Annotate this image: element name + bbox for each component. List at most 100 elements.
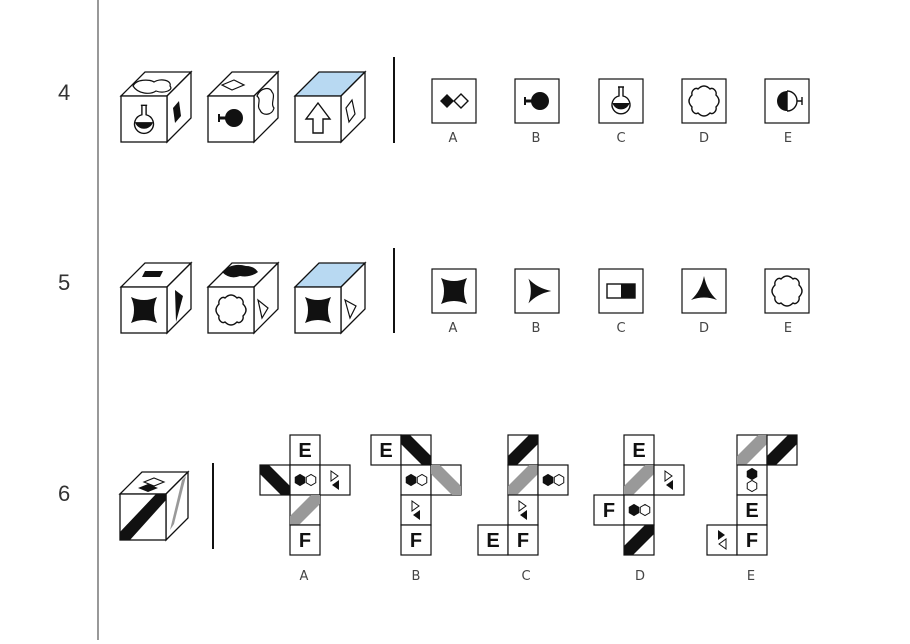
grey-stripe-icon xyxy=(431,465,461,495)
net-d[interactable]: EF xyxy=(593,434,685,556)
hexagon-icon xyxy=(138,484,158,492)
option-label[interactable]: A xyxy=(448,321,458,336)
parallelogram-icon xyxy=(345,98,356,124)
grey-stripe-icon xyxy=(508,465,538,495)
option-box[interactable] xyxy=(681,78,727,124)
cube-front-face xyxy=(207,286,255,334)
star-icon xyxy=(175,290,183,322)
grey-stripe-icon xyxy=(624,465,654,495)
net-letter: E xyxy=(298,440,311,462)
two-diamonds-icon xyxy=(440,93,469,109)
rectangle-icon xyxy=(142,271,163,277)
hexagons-icon xyxy=(628,503,651,517)
option-box[interactable] xyxy=(764,78,810,124)
option-label[interactable]: E xyxy=(746,569,756,584)
cloud-shape-icon xyxy=(256,87,275,115)
hexagons-icon xyxy=(294,473,317,487)
diamond-icon xyxy=(220,79,246,91)
net-letter: F xyxy=(299,530,311,552)
arrow-up-icon xyxy=(304,101,332,134)
option-label[interactable]: C xyxy=(616,131,626,146)
net-cell xyxy=(593,494,625,526)
net-cell xyxy=(507,524,539,556)
option-box[interactable] xyxy=(764,268,810,314)
option-box[interactable] xyxy=(598,78,644,124)
cloud-shape-icon xyxy=(132,79,172,94)
black-stripe-icon xyxy=(624,525,654,555)
net-letter: F xyxy=(410,530,422,552)
hexagons-icon xyxy=(746,467,758,493)
grey-stripe-icon xyxy=(290,495,320,525)
circle-with-stem-icon xyxy=(524,92,549,110)
option-label[interactable]: A xyxy=(448,131,458,146)
cloud-shape-icon xyxy=(215,294,247,326)
cloud-shape-icon xyxy=(688,85,720,117)
triangles-icon xyxy=(411,500,420,520)
black-stripe-icon xyxy=(401,435,431,465)
option-box[interactable] xyxy=(431,78,477,124)
three-point-star-icon xyxy=(691,276,717,300)
option-label[interactable]: E xyxy=(783,131,793,146)
net-cell xyxy=(400,524,432,556)
net-cell xyxy=(400,494,432,526)
net-b[interactable]: EF xyxy=(370,434,462,556)
hexagon-icon xyxy=(142,477,166,487)
half-rectangle-icon xyxy=(606,283,636,299)
cube xyxy=(293,261,367,335)
net-e[interactable]: EF xyxy=(706,434,798,556)
concave-shape-icon xyxy=(131,297,157,323)
star-icon xyxy=(344,298,357,320)
option-box[interactable] xyxy=(598,268,644,314)
net-cell xyxy=(736,524,768,556)
net-cell xyxy=(653,464,685,496)
grey-stripe-icon xyxy=(170,476,186,530)
net-letter: E xyxy=(745,500,758,522)
triangles-icon xyxy=(518,500,527,520)
star-icon xyxy=(257,298,269,320)
option-label[interactable]: D xyxy=(698,321,709,336)
net-letter: E xyxy=(632,440,645,462)
triangles-icon xyxy=(330,470,339,490)
net-cell xyxy=(319,464,351,496)
cube xyxy=(293,70,367,144)
flask-icon xyxy=(133,104,155,135)
option-label[interactable]: D xyxy=(698,131,709,146)
option-label[interactable]: B xyxy=(411,569,421,584)
circle-with-stem-icon xyxy=(218,109,243,127)
black-stripe-icon xyxy=(120,494,166,540)
concave-shape-icon xyxy=(305,297,331,323)
question-number: 5 xyxy=(58,270,71,295)
option-label[interactable]: A xyxy=(299,569,309,584)
net-a[interactable]: EF xyxy=(259,434,351,556)
option-label[interactable]: C xyxy=(616,321,626,336)
option-label[interactable]: E xyxy=(783,321,793,336)
option-box[interactable] xyxy=(514,78,560,124)
net-letter: F xyxy=(746,530,758,552)
option-label[interactable]: C xyxy=(521,569,531,584)
option-label[interactable]: D xyxy=(634,569,645,584)
option-box[interactable] xyxy=(681,268,727,314)
question-number: 4 xyxy=(58,80,71,105)
net-letter: F xyxy=(603,500,615,522)
grey-stripe-icon xyxy=(737,435,767,465)
option-label[interactable]: B xyxy=(531,321,541,336)
question-5 xyxy=(119,248,810,335)
net-cell xyxy=(706,524,738,556)
cube xyxy=(206,70,280,144)
blob-icon xyxy=(222,264,258,278)
black-stripe-icon xyxy=(767,435,797,465)
cube xyxy=(119,70,193,144)
parallelogram-icon xyxy=(173,101,181,123)
option-box[interactable] xyxy=(514,268,560,314)
option-label[interactable]: B xyxy=(531,131,541,146)
hexagons-icon xyxy=(405,473,428,487)
option-box[interactable] xyxy=(431,268,477,314)
net-cell xyxy=(289,524,321,556)
net-cell xyxy=(507,494,539,526)
net-letter: E xyxy=(379,440,392,462)
cloud-shape-icon xyxy=(771,275,803,307)
